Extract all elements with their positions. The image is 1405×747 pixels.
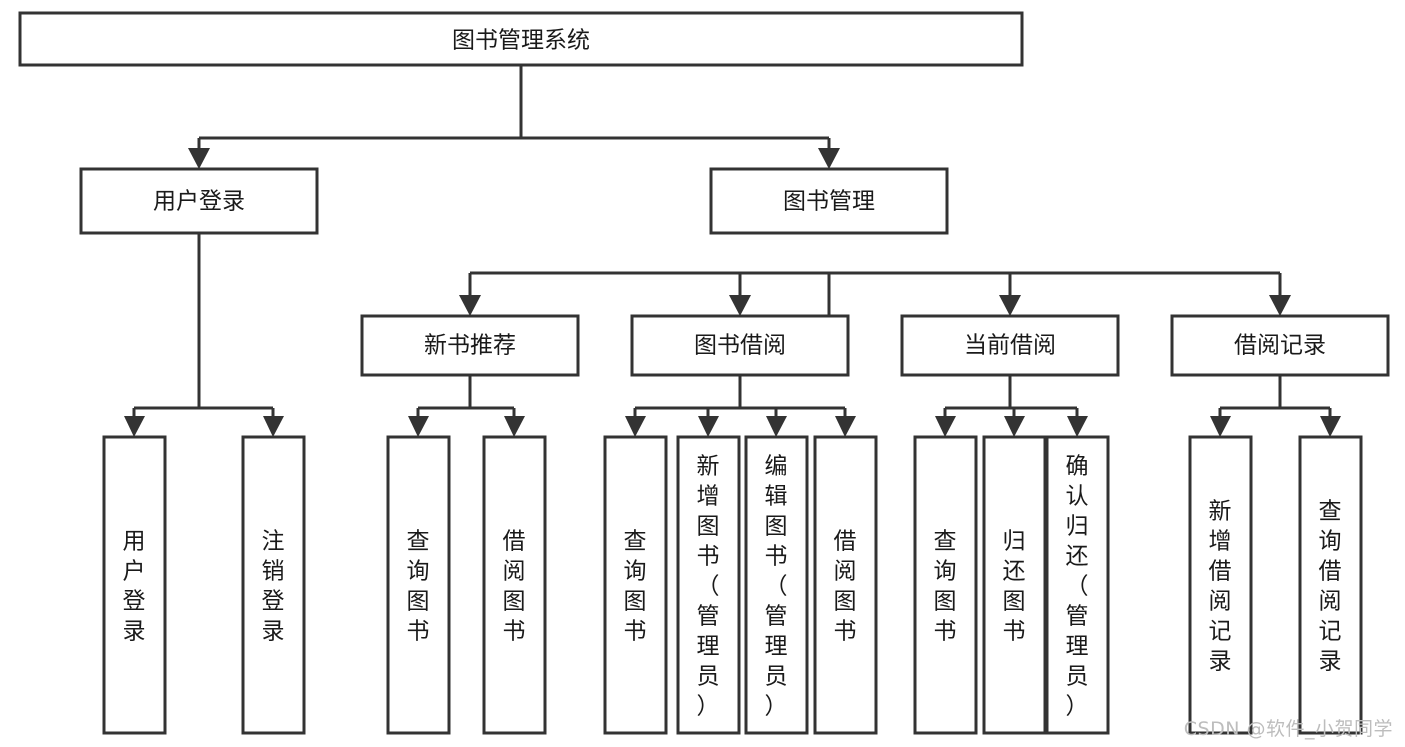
connector-group-current-borrow bbox=[935, 375, 1088, 437]
node-leaf-query-book-1-label: 查询图书 bbox=[407, 528, 430, 644]
node-leaf-add-record-label: 新增借阅记录 bbox=[1209, 498, 1232, 674]
node-leaf-query-record-label: 查询借阅记录 bbox=[1319, 498, 1342, 674]
node-leaf-query-record[interactable]: 查询借阅记录 bbox=[1298, 435, 1363, 735]
node-book-management-box[interactable] bbox=[709, 167, 949, 235]
node-leaf-query-book-3-label: 查询图书 bbox=[934, 528, 957, 644]
arrowhead-leaf-query-book-1 bbox=[408, 416, 429, 437]
arrowhead-leaf-return-book bbox=[1004, 416, 1025, 437]
arrowhead-leaf-user-login bbox=[124, 416, 145, 437]
node-leaf-borrow-book-1[interactable]: 借阅图书 bbox=[482, 435, 547, 735]
node-current-borrow-label: 当前借阅 bbox=[964, 333, 1056, 359]
node-leaf-edit-book-label: 编辑图书（管理员） bbox=[765, 453, 788, 719]
node-leaf-user-login-label: 用户登录 bbox=[123, 528, 146, 644]
connector-group-borrow-record bbox=[1210, 375, 1341, 437]
arrowhead-leaf-borrow-book-2 bbox=[835, 416, 856, 437]
node-leaf-borrow-book-2-box[interactable] bbox=[813, 435, 878, 735]
arrowhead-leaf-add-book bbox=[698, 416, 719, 437]
node-borrow-record-box[interactable] bbox=[1170, 314, 1390, 377]
node-root-box[interactable] bbox=[18, 11, 1024, 67]
node-leaf-add-book-box[interactable] bbox=[676, 435, 741, 735]
node-borrow-record-label: 借阅记录 bbox=[1234, 333, 1326, 359]
node-root-label: 图书管理系统 bbox=[452, 28, 590, 54]
arrowhead-leaf-query-record bbox=[1320, 416, 1341, 437]
node-leaf-user-login-box[interactable] bbox=[102, 435, 167, 735]
node-leaf-add-book-label: 新增图书（管理员） bbox=[697, 453, 720, 719]
arrowhead-user-login bbox=[188, 148, 210, 169]
arrowhead-borrow-record bbox=[1269, 295, 1291, 316]
arrowhead-new-book-recommend bbox=[459, 295, 481, 316]
node-root[interactable]: 图书管理系统 bbox=[18, 11, 1024, 67]
arrowhead-leaf-confirm-return bbox=[1067, 416, 1088, 437]
node-leaf-logout-box[interactable] bbox=[241, 435, 306, 735]
node-book-management-label: 图书管理 bbox=[783, 189, 875, 215]
node-leaf-borrow-book-2-label: 借阅图书 bbox=[834, 528, 857, 644]
node-leaf-edit-book[interactable]: 编辑图书（管理员） bbox=[744, 435, 809, 735]
connector-group-book-management bbox=[459, 271, 1291, 375]
node-leaf-query-book-2-label: 查询图书 bbox=[624, 528, 647, 644]
arrowhead-leaf-query-book-2 bbox=[625, 416, 646, 437]
connector-group-new-book-recommend bbox=[408, 375, 525, 437]
node-leaf-borrow-book-1-box[interactable] bbox=[482, 435, 547, 735]
connector-group-root bbox=[188, 65, 840, 169]
node-leaf-add-record-box[interactable] bbox=[1188, 435, 1253, 735]
node-leaf-borrow-book-2[interactable]: 借阅图书 bbox=[813, 435, 878, 735]
arrowhead-leaf-borrow-book-1 bbox=[504, 416, 525, 437]
arrowhead-current-borrow bbox=[999, 295, 1021, 316]
node-leaf-edit-book-box[interactable] bbox=[744, 435, 809, 735]
node-leaf-user-login[interactable]: 用户登录 bbox=[102, 435, 167, 735]
node-user-login-label: 用户登录 bbox=[153, 189, 245, 215]
node-leaf-logout[interactable]: 注销登录 bbox=[241, 435, 306, 735]
node-current-borrow[interactable]: 当前借阅 bbox=[900, 314, 1120, 377]
node-book-borrow-box[interactable] bbox=[630, 314, 850, 377]
node-leaf-query-book-1-box[interactable] bbox=[386, 435, 451, 735]
node-new-book-recommend-label: 新书推荐 bbox=[424, 333, 516, 359]
node-leaf-confirm-return-box[interactable] bbox=[1045, 435, 1110, 735]
node-leaf-query-book-2-box[interactable] bbox=[603, 435, 668, 735]
node-new-book-recommend[interactable]: 新书推荐 bbox=[360, 314, 580, 377]
node-leaf-logout-label: 注销登录 bbox=[262, 528, 285, 644]
node-leaf-return-book-label: 归还图书 bbox=[1003, 528, 1026, 644]
node-leaf-add-book[interactable]: 新增图书（管理员） bbox=[676, 435, 741, 735]
node-leaf-add-record[interactable]: 新增借阅记录 bbox=[1188, 435, 1253, 735]
arrowhead-leaf-logout bbox=[263, 416, 284, 437]
node-leaf-borrow-book-1-label: 借阅图书 bbox=[503, 528, 526, 644]
connector-group-book-borrow bbox=[625, 375, 856, 437]
arrowhead-leaf-add-record bbox=[1210, 416, 1231, 437]
node-borrow-record[interactable]: 借阅记录 bbox=[1170, 314, 1390, 377]
node-user-login[interactable]: 用户登录 bbox=[79, 167, 319, 235]
node-leaf-query-book-3-box[interactable] bbox=[913, 435, 978, 735]
node-leaf-query-book-3[interactable]: 查询图书 bbox=[913, 435, 978, 735]
node-leaf-confirm-return-label: 确认归还（管理员） bbox=[1066, 453, 1089, 719]
node-book-borrow[interactable]: 图书借阅 bbox=[630, 314, 850, 377]
arrowhead-book-borrow bbox=[729, 295, 751, 316]
node-leaf-confirm-return[interactable]: 确认归还（管理员） bbox=[1045, 435, 1110, 735]
node-leaf-return-book[interactable]: 归还图书 bbox=[982, 435, 1047, 735]
node-book-borrow-label: 图书借阅 bbox=[694, 333, 786, 359]
node-leaf-query-record-box[interactable] bbox=[1298, 435, 1363, 735]
node-leaf-query-book-1[interactable]: 查询图书 bbox=[386, 435, 451, 735]
arrowhead-leaf-edit-book bbox=[766, 416, 787, 437]
node-leaf-return-book-box[interactable] bbox=[982, 435, 1047, 735]
node-user-login-box[interactable] bbox=[79, 167, 319, 235]
node-book-management[interactable]: 图书管理 bbox=[709, 167, 949, 235]
node-new-book-recommend-box[interactable] bbox=[360, 314, 580, 377]
connector-group-user-login bbox=[124, 233, 284, 437]
arrowhead-leaf-query-book-3 bbox=[935, 416, 956, 437]
node-current-borrow-box[interactable] bbox=[900, 314, 1120, 377]
node-leaf-query-book-2[interactable]: 查询图书 bbox=[603, 435, 668, 735]
arrowhead-book-management bbox=[818, 148, 840, 169]
